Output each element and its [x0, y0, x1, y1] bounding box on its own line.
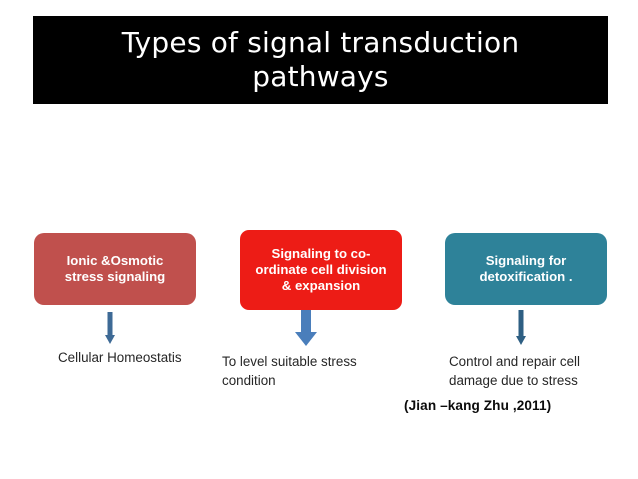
caption-stress-condition: To level suitable stress condition — [222, 354, 357, 389]
flow-box-label: Signaling for detoxification . — [479, 252, 573, 284]
flow-box-ionic-osmotic-stress-signaling[interactable]: Ionic &Osmotic stress signaling — [34, 233, 196, 305]
down-arrow-icon — [98, 312, 122, 346]
title-banner: Types of signal transduction pathways — [33, 16, 608, 104]
page-title: Types of signal transduction pathways — [121, 25, 520, 93]
flow-box-signaling-cell-division[interactable]: Signaling to co- ordinate cell division … — [240, 230, 402, 310]
down-arrow-icon — [291, 310, 321, 348]
flow-box-label: Ionic &Osmotic stress signaling — [64, 252, 166, 284]
citation-reference: (Jian –kang Zhu ,2011) — [404, 398, 552, 413]
caption-cellular-homeostatis: Cellular Homeostatis — [58, 350, 182, 365]
down-arrow-icon — [509, 310, 533, 348]
caption-repair-cell-damage: Control and repair cell damage due to st… — [449, 354, 580, 389]
flow-box-label: Signaling to co- ordinate cell division … — [255, 245, 387, 294]
flow-box-signaling-detoxification[interactable]: Signaling for detoxification . — [445, 233, 607, 305]
